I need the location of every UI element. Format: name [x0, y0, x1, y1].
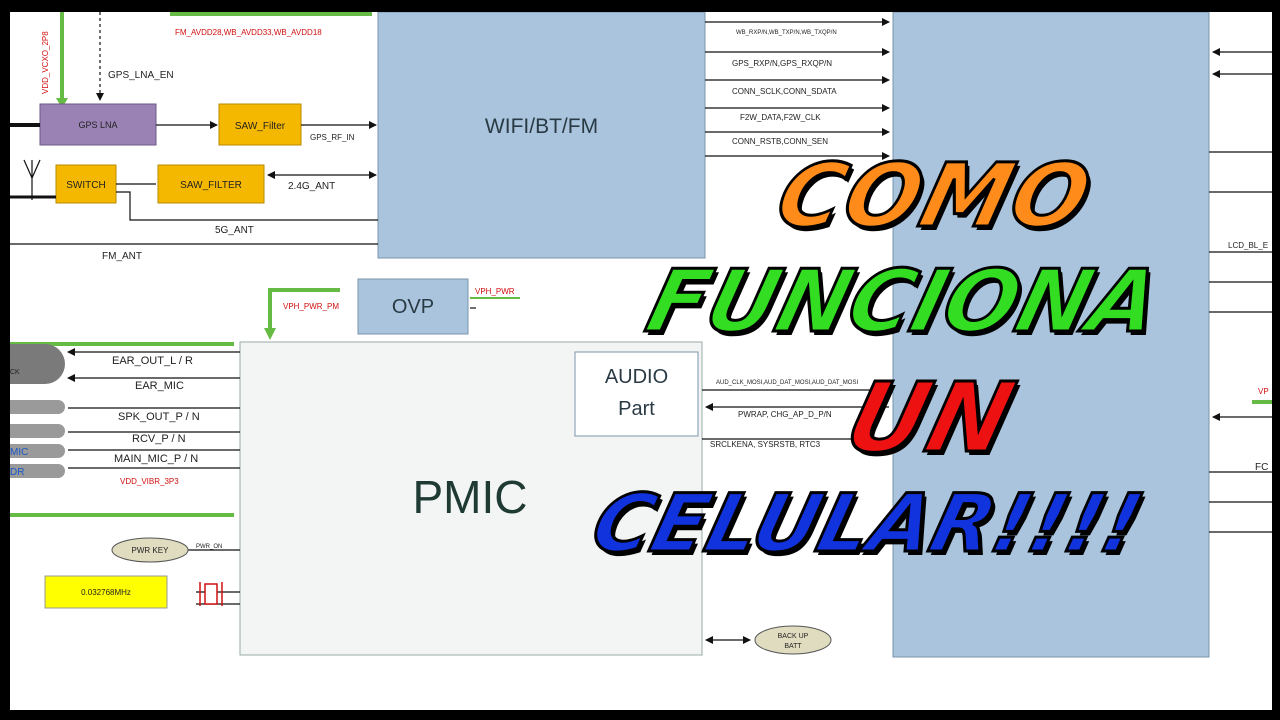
- pwrap-label: PWRAP, CHG_AP_D_P/N: [738, 410, 832, 419]
- audio-line2: Part: [618, 397, 655, 420]
- dr-partial-label: DR: [10, 467, 24, 478]
- srclk-label: SRCLKENA, SYSRSTB, RTC3: [710, 440, 821, 449]
- headset-jack: [10, 344, 65, 384]
- fm-ant-label: FM_ANT: [102, 251, 142, 262]
- pmic-block-label: PMIC: [412, 471, 528, 523]
- ear-out-label: EAR_OUT_L / R: [112, 355, 193, 367]
- schematic-sheet: VDD_VCXO_2P8 FM_AVDD28,WB_AVDD33,WB_AVDD…: [10, 12, 1272, 710]
- audio-part-block: [574, 351, 699, 437]
- wifi-block-label: WIFI/BT/FM: [484, 115, 599, 138]
- crystal-symbol: [204, 583, 218, 605]
- ant-24g-label: 2.4G_ANT: [288, 181, 335, 192]
- ant-5g-label: 5G_ANT: [215, 225, 254, 236]
- backup-line1: BACK UP: [778, 633, 809, 640]
- main-mic-label: MAIN_MIC_P / N: [114, 453, 198, 465]
- vdd-vibr-label: VDD_VIBR_3P3: [120, 477, 179, 486]
- green-arrow-vddvcxo: [56, 98, 68, 108]
- gps-rf-in-label: GPS_RF_IN: [310, 133, 355, 142]
- right-fc-label: FC: [1255, 462, 1268, 473]
- gps-lna-label: GPS LNA: [78, 120, 117, 130]
- rf-wires: [10, 12, 476, 309]
- supply-rails-label: FM_AVDD28,WB_AVDD33,WB_AVDD18: [175, 28, 322, 37]
- supply-lines: [10, 12, 1272, 517]
- mic-partial-label: MIC: [10, 447, 28, 458]
- receiver-pill: [10, 424, 65, 438]
- lcd-label: LCD_BL_E: [1228, 241, 1268, 250]
- wifi-bus-2: CONN_SCLK,CONN_SDATA: [732, 87, 837, 96]
- rcv-label: RCV_P / N: [132, 433, 186, 445]
- crystal-label: 0.032768MHz: [81, 588, 131, 597]
- saw-filter2-label: SAW_FILTER: [180, 180, 242, 191]
- wifi-block: [377, 12, 706, 259]
- ear-mic-label: EAR_MIC: [135, 380, 184, 392]
- pwr-key-label: PWR KEY: [132, 546, 170, 555]
- wifi-bus-3: F2W_DATA,F2W_CLK: [740, 113, 821, 122]
- aud-bus-label: AUD_CLK_MOSI,AUD_DAT_MOSI,AUD_DAT_MOSI: [716, 380, 858, 386]
- switch-label: SWITCH: [66, 180, 105, 191]
- pwr-on-label: PWR_ON: [196, 544, 222, 550]
- spk-out-label: SPK_OUT_P / N: [118, 411, 200, 423]
- gps-lna-en-label: GPS_LNA_EN: [108, 70, 174, 81]
- pwr-key-shape: [111, 537, 189, 563]
- wifi-bus-0: WB_RXP/N,WB_TXP/N,WB_TXQP/N: [736, 30, 837, 36]
- wifi-bus-4: CONN_RSTB,CONN_SEN: [732, 137, 828, 146]
- title-line-funciona: FUNCIONA: [636, 251, 1171, 354]
- speaker-pill: [10, 400, 65, 414]
- crystal-box: [44, 575, 168, 609]
- ovp-block: [357, 278, 469, 335]
- backup-batt-shape: [754, 625, 832, 655]
- wifi-bus-1: GPS_RXP/N,GPS_RXQP/N: [732, 59, 832, 68]
- green-arrow-vph: [264, 328, 276, 340]
- soc-block: [892, 12, 1210, 658]
- right-vp-label: VP: [1258, 387, 1269, 396]
- jack-partial-label: CK: [10, 369, 20, 376]
- wifi-bus-arrows: [705, 18, 890, 160]
- title-line-un: UN: [835, 361, 1028, 476]
- title-line-celular: CELULAR!!!!: [582, 476, 1154, 572]
- backup-line2: BATT: [784, 643, 802, 650]
- pmic-soc-arrows: [702, 389, 889, 644]
- saw-filter2-block: [157, 164, 265, 204]
- audio-arrows: [67, 348, 240, 605]
- saw-filter-label: SAW_Filter: [235, 121, 286, 132]
- audio-line1: AUDIO: [604, 365, 669, 388]
- block-diagram: VDD_VCXO_2P8 FM_AVDD28,WB_AVDD33,WB_AVDD…: [10, 12, 1272, 658]
- mic-pill: [10, 444, 65, 458]
- title-line-como: COMO: [766, 143, 1104, 249]
- vibrator-pill: [10, 464, 65, 478]
- vph-pwr-label: VPH_PWR: [475, 287, 515, 296]
- switch-block: [55, 164, 117, 204]
- ovp-block-label: OVP: [391, 295, 435, 318]
- right-edge-arrows: [1209, 48, 1272, 533]
- vph-pwr-pm-label: VPH_PWR_PM: [283, 302, 339, 311]
- vdd-vcxo-label: VDD_VCXO_2P8: [41, 31, 50, 94]
